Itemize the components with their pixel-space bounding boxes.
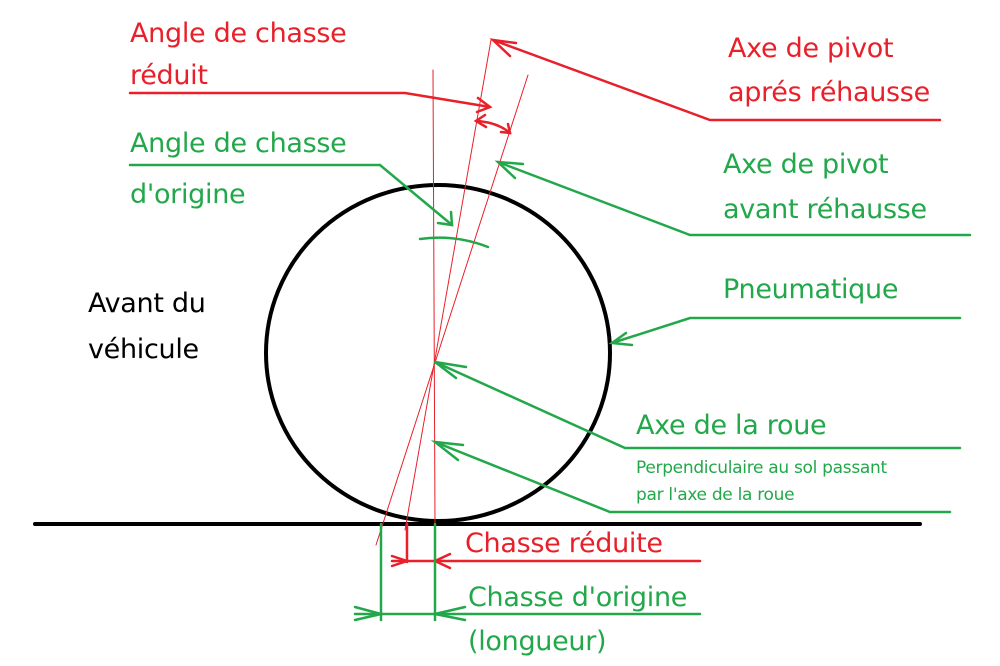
arrowhead — [434, 360, 468, 380]
label-chasse-reduite: Chasse réduite — [465, 528, 663, 559]
leader-perpendiculaire — [433, 440, 952, 514]
arrowhead — [475, 96, 493, 114]
label-longueur: (longueur) — [468, 626, 607, 657]
tire-circle — [264, 183, 612, 523]
arrowhead — [489, 38, 518, 58]
leader-axe-roue — [433, 360, 962, 450]
leader-angle-reduit — [128, 91, 492, 109]
label-pivot-apres-line2: aprés réhausse — [728, 77, 930, 108]
leader-pneumatique — [610, 316, 962, 345]
label-avant-line2: véhicule — [88, 334, 199, 365]
label-avant-line1: Avant du — [88, 288, 206, 319]
label-perpendiculaire-line1: Perpendiculaire au sol passant — [636, 458, 887, 478]
label-angle-origine-line1: Angle de chasse — [130, 128, 347, 159]
leader-pivot-apres — [491, 38, 942, 122]
angle-origine-arc — [418, 236, 490, 249]
arrowhead — [499, 122, 512, 135]
label-pivot-avant-line2: avant réhausse — [723, 194, 927, 225]
label-angle-origine-line2: d'origine — [130, 179, 246, 210]
arrowhead — [473, 113, 488, 129]
arrowhead — [436, 210, 454, 227]
arrowhead — [434, 605, 467, 622]
leader-angle-origine — [128, 163, 454, 227]
arrowhead — [430, 440, 465, 462]
label-perpendiculaire-line2: par l'axe de la roue — [636, 485, 795, 505]
label-pivot-apres-line1: Axe de pivot — [728, 33, 894, 64]
label-pneumatique: Pneumatique — [723, 274, 899, 305]
label-angle-reduit-line1: Angle de chasse — [130, 18, 347, 49]
arrowhead — [608, 331, 634, 347]
leader-pivot-avant — [496, 160, 972, 237]
arrowhead — [390, 554, 411, 568]
pivot-axis-before — [375, 74, 529, 546]
label-axe-roue: Axe de la roue — [636, 410, 827, 441]
pivot-axis-after — [404, 39, 492, 531]
angle-reduit-arc — [474, 119, 512, 135]
label-angle-reduit-line2: réduit — [130, 60, 208, 91]
label-pivot-avant-line1: Axe de pivot — [723, 149, 889, 180]
arrowhead — [353, 605, 382, 622]
wheel-vertical-axis — [432, 69, 436, 525]
label-chasse-origine: Chasse d'origine — [468, 582, 688, 613]
arrowhead — [494, 160, 525, 180]
